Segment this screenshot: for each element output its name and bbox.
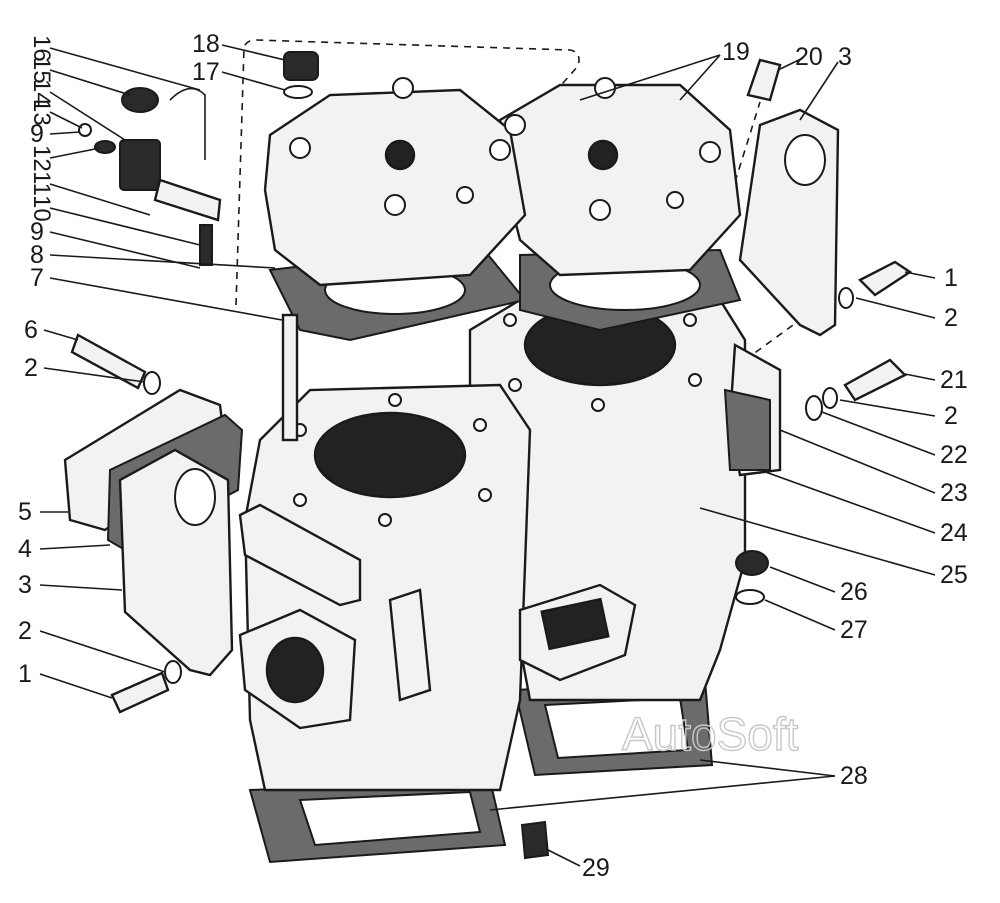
nut-18 [283, 51, 319, 81]
callout-13: 13 [28, 99, 55, 126]
bolt-1-right [857, 260, 913, 297]
leader-lines [39, 44, 936, 867]
callout-15: 15 [28, 57, 55, 84]
callout-2-left-a: 2 [24, 354, 38, 382]
callout-4: 4 [18, 535, 32, 563]
callout-21: 21 [940, 366, 968, 394]
right-transfer-port [540, 597, 610, 651]
callout-27: 27 [840, 616, 868, 644]
left-cylinder-bore [313, 411, 467, 499]
callout-26: 26 [840, 578, 868, 606]
dashed-group-outline [235, 39, 580, 306]
callout-29: 29 [582, 854, 610, 882]
callout-3-right: 3 [838, 43, 852, 71]
callout-9-top: 9 [30, 120, 44, 148]
callout-18: 18 [192, 30, 220, 58]
callout-17: 17 [192, 58, 220, 86]
callout-14: 14 [28, 79, 55, 106]
mounting-lug [238, 503, 362, 607]
bolt-6 [70, 333, 147, 390]
callout-20: 20 [795, 43, 823, 71]
wire-16 [169, 87, 206, 160]
callout-1-left: 1 [18, 660, 32, 688]
washer-2-left-a [143, 371, 161, 395]
callout-11: 11 [28, 171, 55, 196]
dashed-leader-20 [734, 101, 761, 183]
left-exhaust-port [265, 636, 325, 704]
callout-23: 23 [940, 479, 968, 507]
bolt-21 [843, 358, 908, 402]
callout-19: 19 [722, 38, 750, 66]
bracket-left [118, 448, 234, 677]
callout-9-lower: 9 [30, 218, 44, 246]
callout-25: 25 [940, 561, 968, 589]
cylinder-head-right [498, 83, 742, 277]
side-boss [388, 588, 432, 702]
callout-16: 16 [28, 35, 55, 62]
washer-2-right-b [822, 387, 838, 409]
callout-labels: 16 15 14 13 9 12 11 10 9 8 7 18 17 19 20… [18, 30, 968, 882]
callout-3-left: 3 [18, 571, 32, 599]
washer-17 [283, 85, 313, 99]
washer-2-left-b [164, 660, 182, 684]
bolt-20 [746, 58, 782, 102]
callout-2-right-b: 2 [944, 402, 958, 430]
base-gasket-left-inner [298, 790, 482, 847]
callout-2-right-a: 2 [944, 304, 958, 332]
plug-29 [520, 820, 550, 860]
head-left-holes [289, 77, 511, 216]
callout-28: 28 [840, 762, 868, 790]
valve-body-14 [119, 139, 161, 191]
valve-spring-10 [199, 224, 213, 266]
cylinder-head-left [263, 88, 527, 287]
callout-5: 5 [18, 498, 32, 526]
stud-7 [281, 313, 299, 442]
watermark-text: AutoSoft [622, 708, 799, 760]
spring-12 [94, 140, 116, 154]
callout-24: 24 [940, 519, 968, 547]
callout-7: 7 [30, 264, 44, 292]
callout-8: 8 [30, 241, 44, 269]
washer-22 [805, 395, 823, 421]
valve-stem-11 [153, 178, 222, 222]
washer-2-right-a [838, 287, 854, 309]
callout-12: 12 [28, 145, 55, 172]
callout-22: 22 [940, 441, 968, 469]
callout-2-left-b: 2 [18, 617, 32, 645]
bracket-left-hole [174, 468, 216, 526]
intake-gasket-right [723, 388, 771, 471]
dashed-leader-21 [744, 319, 801, 361]
cap-15 [121, 87, 159, 113]
washer-27 [735, 589, 765, 605]
nut-26 [735, 550, 769, 576]
washer-13 [78, 123, 92, 137]
callout-6: 6 [24, 316, 38, 344]
callout-10: 10 [28, 195, 55, 222]
bolt-1-left [110, 671, 170, 714]
callout-1-right: 1 [944, 264, 958, 292]
bracket-right-hole [784, 134, 826, 186]
